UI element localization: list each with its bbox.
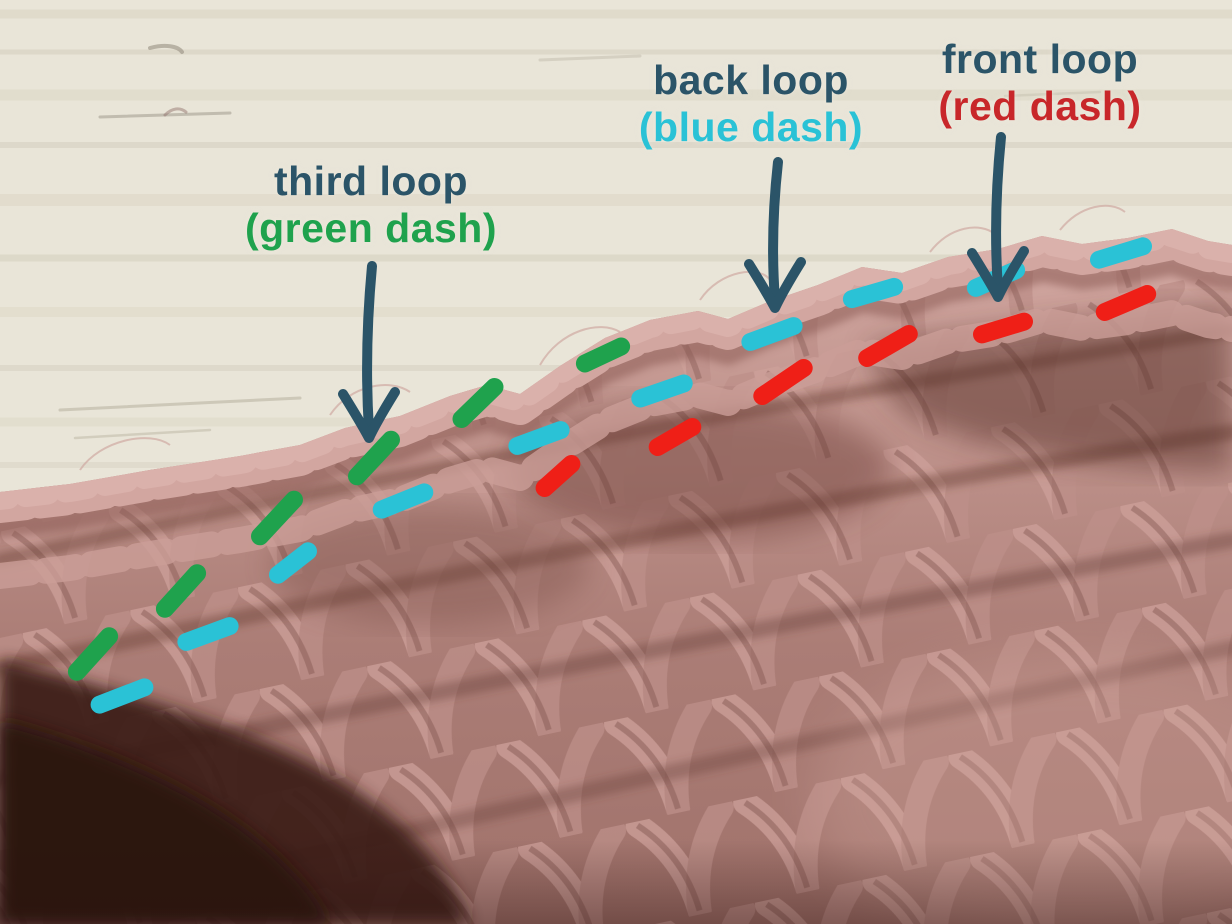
blue-loop-dash [269, 542, 317, 584]
green-loop-dash [575, 337, 631, 373]
green-loop-dash [67, 627, 119, 681]
label-third-loop-sub: (green dash) [244, 205, 498, 251]
blue-loop-dash [372, 483, 434, 519]
arrow-front-loop [967, 132, 1029, 302]
red-loop-dash [858, 325, 918, 367]
label-front-loop-sub: (red dash) [938, 83, 1142, 129]
label-front-loop-title: front loop [941, 36, 1139, 82]
blue-loop-dash [631, 374, 693, 408]
green-loop-dash [348, 430, 400, 486]
blue-loop-dash [177, 617, 239, 651]
blue-loop-dash [741, 317, 803, 351]
label-third-loop: third loop (green dash) [201, 158, 541, 252]
blue-loop-dash [90, 678, 154, 714]
red-loop-dash [535, 455, 581, 497]
red-loop-dash [753, 359, 813, 405]
blue-loop-dash [508, 421, 570, 455]
red-loop-dash [648, 418, 702, 456]
red-loop-dash [1095, 285, 1157, 321]
arrow-third-loop [338, 261, 400, 443]
blue-loop-dash [1090, 237, 1152, 269]
blue-loop-dash [842, 277, 904, 309]
label-third-loop-title: third loop [273, 158, 468, 204]
red-loop-dash [973, 312, 1033, 344]
arrow-back-loop [744, 157, 806, 313]
green-loop-dash [155, 564, 207, 618]
label-arrows [338, 132, 1029, 443]
label-back-loop: back loop (blue dash) [581, 57, 921, 151]
green-loop-dash [251, 490, 303, 546]
label-front-loop: front loop (red dash) [870, 36, 1210, 130]
label-back-loop-sub: (blue dash) [638, 104, 864, 150]
label-back-loop-title: back loop [653, 57, 849, 103]
green-loop-dash [452, 378, 504, 428]
